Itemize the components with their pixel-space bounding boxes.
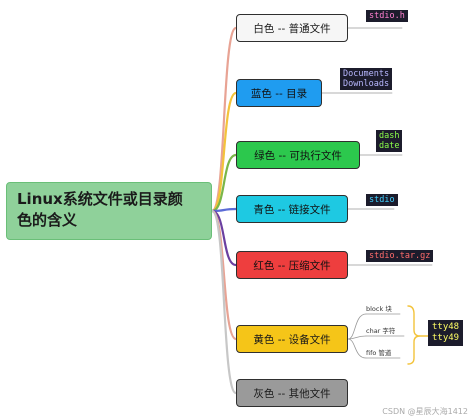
- root-topic-line-1: Linux系统文件或目录颜: [17, 190, 183, 208]
- branch-label: 黄色 -- 设备文件: [253, 333, 331, 346]
- branch-white-regular-file: 白色 -- 普通文件: [236, 14, 348, 42]
- root-topic: Linux系统文件或目录颜 色的含义: [6, 182, 212, 240]
- terminal-sample-archive: stdio.tar.gz: [366, 250, 434, 262]
- branch-connector: [210, 91, 238, 213]
- leaf-connector: [347, 335, 367, 340]
- device-bracket: [407, 305, 421, 365]
- branch-blue-directory: 蓝色 -- 目录: [236, 79, 322, 107]
- branch-label: 绿色 -- 可执行文件: [254, 149, 342, 162]
- branch-label: 白色 -- 普通文件: [253, 22, 331, 35]
- watermark: CSDN @星辰大海1412: [382, 407, 468, 416]
- branch-connector: [210, 153, 238, 213]
- branch-label: 灰色 -- 其他文件: [253, 387, 331, 400]
- branch-green-executable: 绿色 -- 可执行文件: [236, 141, 360, 169]
- leaf-connector: [347, 338, 367, 359]
- branch-red-compressed-file: 红色 -- 压缩文件: [236, 251, 348, 279]
- branch-label: 青色 -- 链接文件: [253, 203, 331, 216]
- branch-connector: [210, 209, 238, 267]
- terminal-sample-stdio-h: stdio.h: [366, 10, 408, 22]
- device-leaf-block: block 块: [366, 305, 392, 313]
- device-leaf-fifo: fifo 管道: [366, 349, 392, 357]
- terminal-sample-link: stdio: [366, 194, 398, 206]
- branch-yellow-device-file: 黄色 -- 设备文件: [236, 325, 348, 353]
- branch-cyan-link-file: 青色 -- 链接文件: [236, 195, 348, 223]
- root-topic-line-2: 色的含义: [17, 211, 78, 229]
- branch-label: 红色 -- 压缩文件: [253, 259, 331, 272]
- leaf-connector: [347, 313, 367, 340]
- device-leaf-char: char 字符: [366, 327, 396, 335]
- branch-gray-other-file: 灰色 -- 其他文件: [236, 379, 348, 407]
- branch-connector: [210, 209, 238, 395]
- branch-label: 蓝色 -- 目录: [250, 87, 308, 100]
